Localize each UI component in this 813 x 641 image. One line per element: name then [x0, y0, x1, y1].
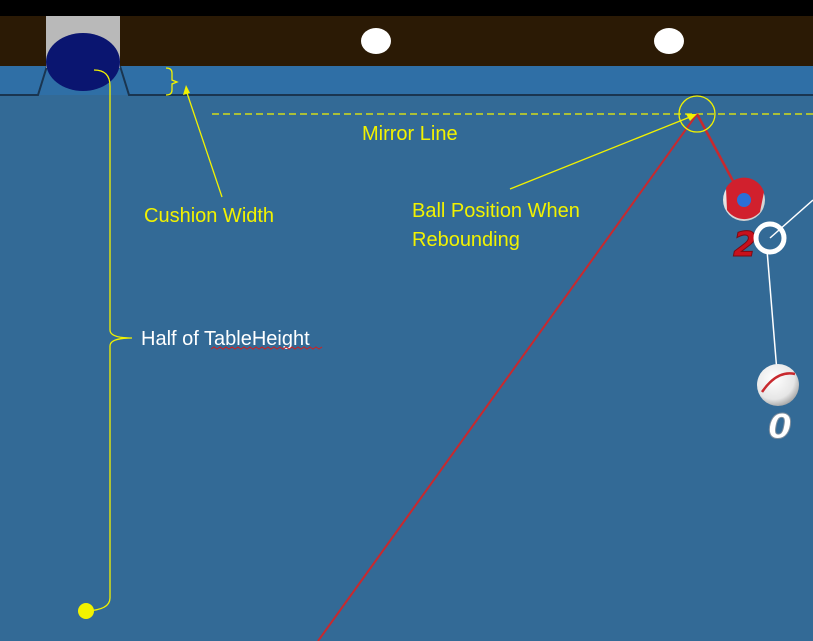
- spellcheck-underline: [210, 346, 323, 350]
- ball-2-icon: [723, 177, 765, 221]
- cue-ball-number: 0: [768, 407, 792, 447]
- aim-line-ghost: [769, 199, 813, 239]
- table-cloth: [0, 95, 813, 641]
- pocket-icon: [46, 16, 120, 91]
- ghost-ball-ring-icon: [753, 221, 787, 255]
- half-height-brace: [85, 69, 133, 612]
- aim-line-cue: [766, 249, 778, 373]
- ball-position-label-line1: Ball Position When: [412, 200, 580, 222]
- ball-position-arrow: [509, 116, 691, 190]
- half-height-label-prefix: Half of: [141, 328, 204, 350]
- cushion-nose-right: [119, 65, 813, 96]
- rebound-point-circle: [678, 95, 716, 133]
- cushion-nose-left: [0, 65, 48, 96]
- half-height-label: Half of TableHeight: [141, 328, 310, 350]
- cushion-width-bracket: [165, 67, 179, 96]
- shot-path-rebound: [695, 113, 742, 195]
- diamond-marker-icon: [361, 28, 391, 54]
- ball-position-arrowhead: [686, 114, 697, 121]
- table-rail: [0, 16, 813, 68]
- diamond-marker-icon: [654, 28, 684, 54]
- cushion-width-arrow: [185, 89, 223, 198]
- cue-ball-icon: [757, 364, 799, 406]
- top-border: [0, 0, 813, 16]
- table-center-dot: [78, 603, 94, 619]
- shot-path-incoming: [317, 113, 698, 641]
- ball-2-number: 2: [733, 225, 757, 265]
- ball-position-label-line2: Rebounding: [412, 229, 520, 251]
- mirror-line-label: Mirror Line: [362, 123, 458, 145]
- cushion-width-label: Cushion Width: [144, 205, 274, 227]
- half-height-label-word: TableHeight: [204, 328, 310, 350]
- cushion: [0, 66, 813, 96]
- cushion-width-arrowhead: [183, 85, 190, 95]
